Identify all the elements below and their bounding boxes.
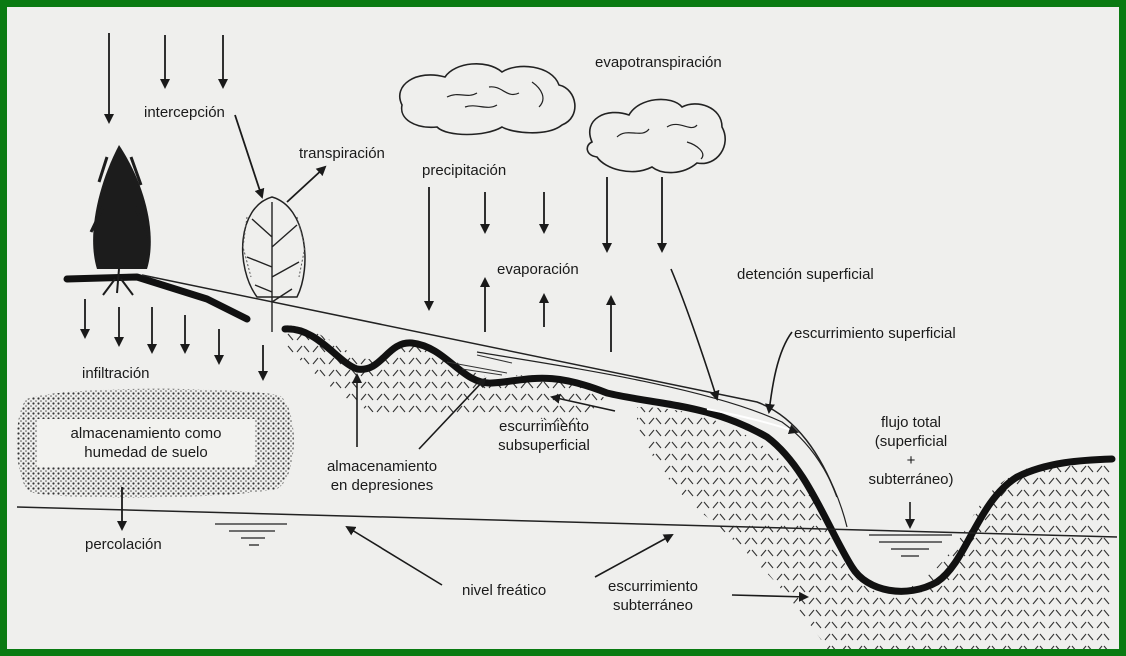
label-escurrimiento-sub-line1: escurrimiento (479, 417, 609, 436)
label-escurrimiento-sub-line2: subsuperficial (479, 436, 609, 455)
label-almacenamiento-dep-line2: en depresiones (312, 476, 452, 495)
label-almacenamiento-depresiones: almacenamiento en depresiones (312, 457, 452, 495)
label-flujo-line1: flujo total (855, 413, 967, 432)
label-almacenamiento-dep-line1: almacenamiento (312, 457, 452, 476)
water-table-symbol-left (215, 524, 287, 545)
label-precipitacion: precipitación (422, 161, 506, 180)
label-evapotranspiracion: evapotranspiración (595, 53, 722, 72)
label-escurrimiento-subsuperficial: escurrimiento subsuperficial (479, 417, 609, 455)
label-transpiracion: transpiración (299, 144, 385, 163)
label-almacenamiento-suelo-line2: humedad de suelo (35, 443, 257, 462)
label-flujo-line3: + (855, 451, 967, 470)
conifer-tree (91, 145, 151, 295)
water-table-line (17, 507, 1117, 537)
label-percolacion: percolación (85, 535, 162, 554)
label-evaporacion: evaporación (497, 260, 579, 279)
label-detencion-superficial: detención superficial (737, 265, 874, 284)
label-escurrimiento-subt-line1: escurrimiento (589, 577, 717, 596)
label-flujo-total: flujo total (superficial + subterráneo) (855, 413, 967, 489)
label-escurrimiento-superficial: escurrimiento superficial (794, 324, 956, 343)
label-escurrimiento-subterraneo: escurrimiento subterráneo (589, 577, 717, 615)
label-intercepcion: intercepción (144, 103, 225, 122)
evaporation-arrows (485, 279, 611, 352)
water-table-symbol-river (869, 535, 952, 556)
label-nivel-freatico: nivel freático (462, 581, 546, 600)
label-flujo-line4: subterráneo) (855, 470, 967, 489)
label-infiltracion: infiltración (82, 364, 150, 383)
precipitation-arrows (429, 177, 662, 309)
label-almacenamiento-suelo: almacenamiento como humedad de suelo (35, 424, 257, 462)
label-flujo-line2: (superficial (855, 432, 967, 451)
label-almacenamiento-suelo-line1: almacenamiento como (35, 424, 257, 443)
cloud-left (400, 64, 575, 135)
label-escurrimiento-subt-line2: subterráneo (589, 596, 717, 615)
deciduous-tree (243, 197, 305, 332)
cloud-right (587, 99, 725, 172)
